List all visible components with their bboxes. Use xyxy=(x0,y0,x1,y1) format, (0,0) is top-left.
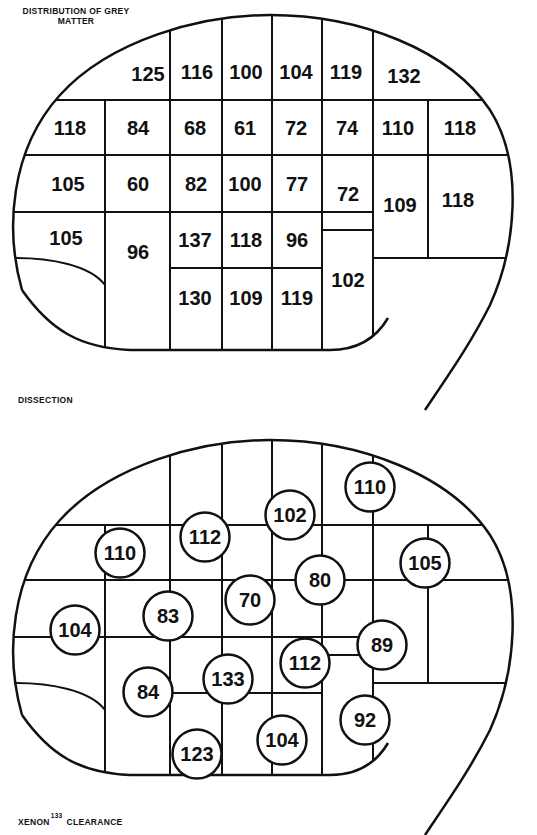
grey-matter-value: 118 xyxy=(444,118,476,138)
grey-matter-value: 60 xyxy=(127,174,149,194)
clearance-value: 133 xyxy=(211,669,244,689)
grey-matter-value: 119 xyxy=(330,62,362,82)
grey-matter-value: 72 xyxy=(337,184,359,204)
clearance-circle: 84 xyxy=(122,666,174,718)
grey-matter-value: 119 xyxy=(281,288,313,308)
grey-matter-value: 96 xyxy=(127,242,149,262)
grey-matter-value: 100 xyxy=(229,62,262,82)
clearance-circle: 104 xyxy=(256,714,308,766)
grey-matter-value: 72 xyxy=(285,118,307,138)
clearance-value: 110 xyxy=(354,477,386,497)
grey-matter-value: 118 xyxy=(230,230,262,250)
panel-label: DISSECTION xyxy=(18,396,73,405)
grey-matter-value: 105 xyxy=(49,228,82,248)
clearance-value: 80 xyxy=(309,570,331,590)
clearance-value: 83 xyxy=(157,606,179,626)
panel-label: CLEARANCE xyxy=(66,818,122,827)
clearance-circle: 105 xyxy=(399,537,451,589)
clearance-value: 89 xyxy=(371,635,393,655)
clearance-circle: 104 xyxy=(49,604,101,656)
clearance-circle: 70 xyxy=(224,574,276,626)
panel-label: XENON xyxy=(18,818,50,827)
grid-lines xyxy=(0,435,537,775)
grey-matter-value: 96 xyxy=(286,230,308,250)
clearance-value: 123 xyxy=(180,744,213,764)
isotope-superscript: 133 xyxy=(51,813,63,820)
brain-outline xyxy=(13,15,512,410)
clearance-circle: 83 xyxy=(142,590,194,642)
grey-matter-value: 130 xyxy=(178,288,211,308)
brain-outline-xenon xyxy=(0,435,537,835)
grey-matter-value: 74 xyxy=(336,118,358,138)
grey-matter-value: 77 xyxy=(286,174,308,194)
clearance-value: 102 xyxy=(273,505,306,525)
clearance-circle: 110 xyxy=(94,527,146,579)
grey-matter-value: 61 xyxy=(234,118,256,138)
clearance-value: 112 xyxy=(289,653,321,673)
grey-matter-value: 82 xyxy=(185,174,207,194)
grey-matter-value: 102 xyxy=(331,270,364,290)
clearance-value: 92 xyxy=(354,710,376,730)
grey-matter-value: 100 xyxy=(228,174,261,194)
clearance-circle: 92 xyxy=(339,694,391,746)
grey-matter-value: 132 xyxy=(387,66,420,86)
grey-matter-value: 118 xyxy=(54,118,86,138)
brain-outline xyxy=(13,440,512,835)
grey-matter-value: 137 xyxy=(178,230,211,250)
grey-matter-value: 104 xyxy=(279,62,312,82)
clearance-circle: 112 xyxy=(179,511,231,563)
clearance-circle: 80 xyxy=(294,554,346,606)
grey-matter-value: 109 xyxy=(229,288,262,308)
clearance-value: 112 xyxy=(189,527,221,547)
grey-matter-value: 84 xyxy=(127,118,149,138)
clearance-value: 84 xyxy=(137,682,159,702)
clearance-circle: 89 xyxy=(356,619,408,671)
grey-matter-value: 116 xyxy=(181,62,213,82)
clearance-circle: 133 xyxy=(202,653,254,705)
clearance-value: 105 xyxy=(408,553,441,573)
grey-matter-value: 109 xyxy=(383,195,416,215)
grey-matter-value: 118 xyxy=(442,190,474,210)
grey-matter-value: 68 xyxy=(184,118,206,138)
panel-heading: DISTRIBUTION OF GREY MATTER xyxy=(14,6,138,26)
grid-lines xyxy=(0,10,537,350)
temporal-pole-line xyxy=(16,258,105,285)
brain-outline-dissection xyxy=(0,10,537,410)
clearance-circle: 123 xyxy=(171,728,223,780)
clearance-value: 70 xyxy=(239,590,261,610)
grey-matter-value: 110 xyxy=(382,118,414,138)
clearance-circle: 102 xyxy=(264,489,316,541)
clearance-circle: 112 xyxy=(279,637,331,689)
clearance-value: 104 xyxy=(58,620,91,640)
clearance-circle: 110 xyxy=(344,461,396,513)
temporal-pole-line xyxy=(16,683,105,710)
grey-matter-value: 105 xyxy=(51,174,84,194)
clearance-value: 110 xyxy=(104,543,136,563)
clearance-value: 104 xyxy=(265,730,298,750)
grey-matter-value: 125 xyxy=(131,64,164,84)
